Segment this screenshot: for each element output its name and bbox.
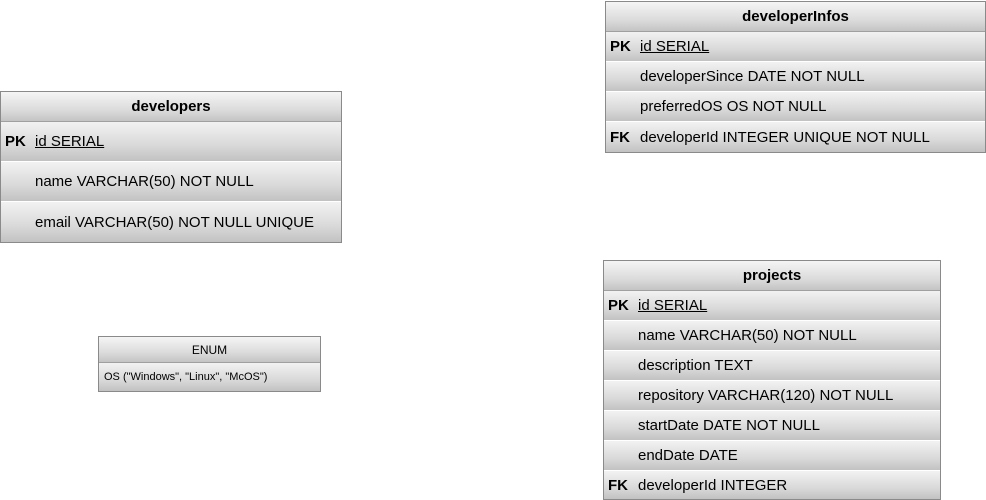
field-label: developerId INTEGER <box>638 476 788 494</box>
field-label: id SERIAL <box>638 297 708 314</box>
field-label: endDate DATE <box>638 447 738 464</box>
table-row: PK id SERIAL <box>604 291 940 321</box>
table-row: endDate DATE <box>604 441 940 471</box>
table-row: name VARCHAR(50) NOT NULL <box>604 321 940 351</box>
projects-table[interactable]: projects PK id SERIAL name VARCHAR(50) N… <box>603 260 941 500</box>
table-row: description TEXT <box>604 351 940 381</box>
table-row: developerSince DATE NOT NULL <box>606 62 985 92</box>
field-label: name VARCHAR(50) NOT NULL <box>35 173 254 190</box>
table-row: preferredOS OS NOT NULL <box>606 92 985 122</box>
table-row: PK id SERIAL <box>1 122 341 162</box>
field-label: developerSince DATE NOT NULL <box>640 68 865 85</box>
field-label: startDate DATE NOT NULL <box>638 417 820 434</box>
key-label: FK <box>610 128 630 146</box>
field-label: description TEXT <box>638 357 753 374</box>
field-label: developerId INTEGER UNIQUE NOT NULL <box>640 128 930 146</box>
table-header: projects <box>604 261 940 291</box>
key-label: PK <box>608 297 629 314</box>
key-label: PK <box>5 133 26 150</box>
table-row: PK id SERIAL <box>606 32 985 62</box>
table-row: name VARCHAR(50) NOT NULL <box>1 162 341 202</box>
enum-value: OS ("Windows", "Linux", "McOS") <box>99 363 320 391</box>
table-header: developerInfos <box>606 2 985 32</box>
developers-table[interactable]: developers PK id SERIAL name VARCHAR(50)… <box>0 91 342 243</box>
table-row: email VARCHAR(50) NOT NULL UNIQUE <box>1 202 341 242</box>
table-row: startDate DATE NOT NULL <box>604 411 940 441</box>
developer-infos-table[interactable]: developerInfos PK id SERIAL developerSin… <box>605 1 986 153</box>
field-label: id SERIAL <box>640 38 710 55</box>
field-label: name VARCHAR(50) NOT NULL <box>638 327 857 344</box>
field-label: preferredOS OS NOT NULL <box>640 98 827 115</box>
table-row: FK developerId INTEGER <box>604 471 940 499</box>
key-label: FK <box>608 476 628 494</box>
key-label: PK <box>610 38 631 55</box>
table-header: developers <box>1 92 341 122</box>
table-row: repository VARCHAR(120) NOT NULL <box>604 381 940 411</box>
enum-header: ENUM <box>99 337 320 363</box>
field-label: repository VARCHAR(120) NOT NULL <box>638 387 894 404</box>
enum-box[interactable]: ENUM OS ("Windows", "Linux", "McOS") <box>98 336 321 392</box>
table-row: FK developerId INTEGER UNIQUE NOT NULL <box>606 122 985 152</box>
field-label: email VARCHAR(50) NOT NULL UNIQUE <box>35 213 314 231</box>
field-label: id SERIAL <box>35 133 105 150</box>
